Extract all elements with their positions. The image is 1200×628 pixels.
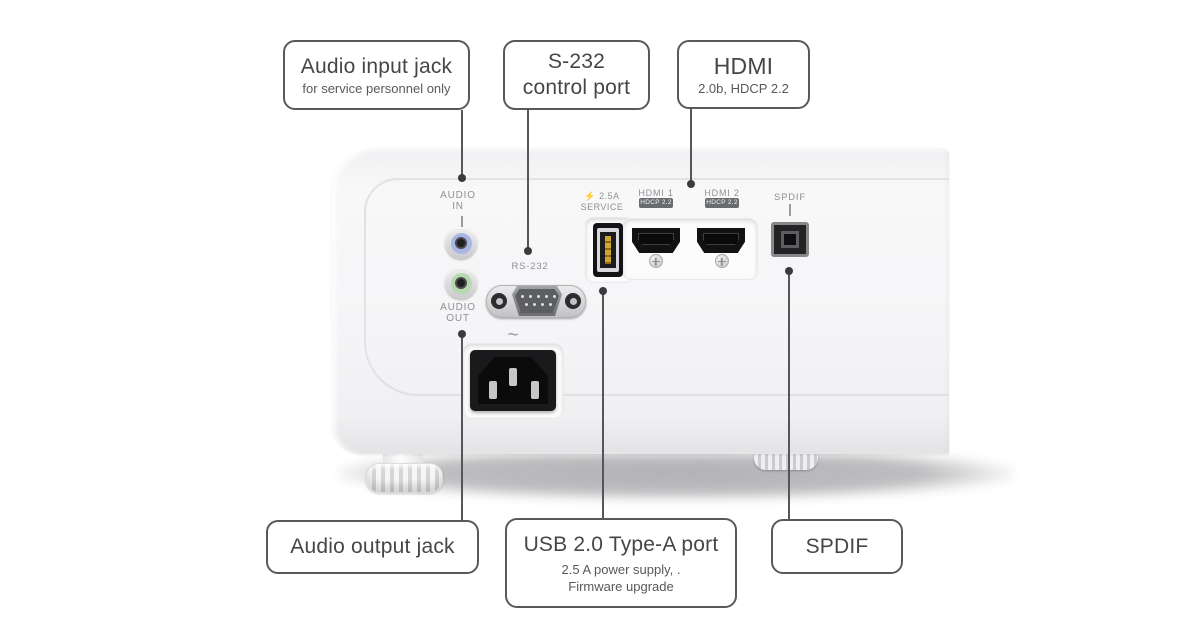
- hdmi2-hdcp-badge: HDCP 2.2: [705, 198, 739, 208]
- hdmi2-screw: [715, 254, 729, 268]
- audio-out-label-line2: OUT: [446, 313, 470, 324]
- callout-spdif: SPDIF: [771, 519, 903, 574]
- leader-audio-out-dot: [458, 330, 466, 338]
- adjustable-foot-knob: [366, 463, 443, 493]
- rs232-label: RS-232: [511, 261, 549, 272]
- rear-panel-outline: [364, 178, 949, 396]
- callout-audio-output-title: Audio output jack: [290, 535, 455, 558]
- audio-out-jack-hole: [455, 277, 467, 289]
- audio-in-label-line1: AUDIO: [440, 190, 476, 201]
- hdmi1-port-slot: [638, 233, 674, 245]
- hdmi1-label: HDMI 1: [638, 188, 674, 198]
- callout-usb-title: USB 2.0 Type-A port: [523, 532, 719, 556]
- callout-s232-line1: S-232: [547, 50, 606, 73]
- leader-s232: [527, 110, 529, 252]
- rs232-pin: [525, 303, 528, 306]
- audio-in-jack-ring: [450, 232, 472, 254]
- audio-in-jack-hole: [455, 237, 467, 249]
- leader-audio-in-dot: [458, 174, 466, 182]
- leader-audio-in: [461, 110, 463, 180]
- callout-spdif-title: SPDIF: [805, 534, 869, 558]
- usb-port-contacts: [605, 236, 611, 264]
- callout-usb: USB 2.0 Type-A port 2.5 A power supply, …: [505, 518, 737, 608]
- rs232-pin: [533, 303, 536, 306]
- power-prong-right: [531, 381, 539, 399]
- leader-hdmi: [690, 109, 692, 185]
- rear-foot: [754, 454, 818, 470]
- audio-in-jack: [445, 227, 477, 259]
- rs232-pin: [529, 295, 532, 298]
- callout-usb-subtitle1: 2.5 A power supply, .: [561, 561, 681, 577]
- audio-in-tick: [461, 216, 463, 227]
- callout-hdmi-subtitle: 2.0b, HDCP 2.2: [698, 80, 789, 96]
- callout-hdmi-title: HDMI: [713, 52, 774, 79]
- callout-audio-input: Audio input jack for service personnel o…: [283, 40, 470, 110]
- audio-out-jack: [445, 267, 477, 299]
- callout-audio-input-subtitle: for service personnel only: [302, 80, 451, 96]
- leader-s232-dot: [524, 247, 532, 255]
- hdmi2-label: HDMI 2: [704, 188, 740, 198]
- leader-hdmi-dot: [687, 180, 695, 188]
- leader-audio-out: [461, 334, 463, 520]
- usb-service-label-line2: SERVICE: [580, 202, 624, 212]
- usb-service-label-line1: ⚡ 2.5A: [584, 191, 620, 201]
- audio-out-label-line1: AUDIO: [440, 302, 476, 313]
- spdif-label: SPDIF: [774, 192, 806, 203]
- audio-out-jack-ring: [450, 272, 472, 294]
- leader-spdif: [788, 271, 790, 519]
- rs232-pin: [545, 295, 548, 298]
- rs232-screw-right: [565, 293, 581, 309]
- hdmi2-port-slot: [703, 233, 739, 245]
- spdif-port-ring: [781, 231, 799, 248]
- ac-power-symbol: ~: [507, 325, 519, 346]
- rs232-screw-left: [491, 293, 507, 309]
- leader-spdif-dot: [785, 267, 793, 275]
- spdif-tick: [789, 204, 791, 216]
- power-prong-left: [489, 381, 497, 399]
- rs232-pin: [537, 295, 540, 298]
- callout-s232-line2: control port: [522, 76, 631, 99]
- power-prong-top: [509, 368, 517, 386]
- leader-usb-dot: [599, 287, 607, 295]
- floor-shadow: [338, 454, 1014, 500]
- rs232-port-face: [515, 289, 559, 313]
- rs232-pin: [549, 303, 552, 306]
- callout-audio-output: Audio output jack: [266, 520, 479, 574]
- audio-in-label-line2: IN: [452, 201, 464, 212]
- leader-usb: [602, 291, 604, 518]
- callout-s232: S-232 control port: [503, 40, 650, 110]
- rs232-pin: [553, 295, 556, 298]
- hdmi1-hdcp-badge: HDCP 2.2: [639, 198, 673, 208]
- callout-audio-input-title: Audio input jack: [300, 54, 453, 78]
- callout-usb-subtitle2: Firmware upgrade: [568, 578, 674, 594]
- hdmi1-screw: [649, 254, 663, 268]
- rs232-pin: [521, 295, 524, 298]
- callout-hdmi: HDMI 2.0b, HDCP 2.2: [677, 40, 810, 109]
- rs232-pin: [541, 303, 544, 306]
